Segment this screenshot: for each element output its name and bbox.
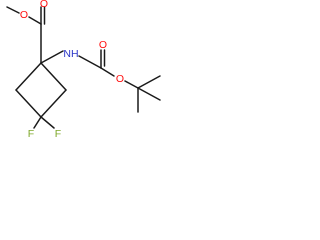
bond-ring-2 — [40, 89, 67, 118]
ester-carbonyl-oxygen-label: O — [40, 0, 48, 10]
bond-carbamate-c-o — [100, 67, 115, 77]
carbamate-ether-oxygen-label: O — [116, 73, 124, 85]
bond-ring-4 — [15, 62, 42, 91]
bond-c-f1 — [33, 116, 42, 129]
fluorine-label-1: F — [28, 128, 34, 140]
bond-ring-3 — [15, 89, 42, 118]
bond-o-carbonyl-c — [28, 16, 42, 25]
bond-o-tbu — [124, 80, 139, 89]
structure-canvas: O O NH O O F F — [0, 0, 180, 151]
bond-tbu-me-right — [137, 75, 161, 89]
carbamate-carbonyl-oxygen-label: O — [99, 39, 107, 51]
ester-ether-oxygen-label: O — [20, 9, 28, 21]
bond-layer — [6, 6, 161, 129]
molecule-drawing: O O NH O O F F — [6, 0, 161, 140]
bond-c-f2 — [40, 116, 55, 129]
bond-ring-1 — [40, 62, 67, 91]
bond-n-carbamate-c — [78, 55, 102, 69]
bond-tbu-me-lower — [137, 87, 161, 101]
amide-nitrogen-label: NH — [63, 48, 78, 60]
bond-quat-n — [40, 50, 64, 64]
fluorine-label-2: F — [55, 128, 61, 140]
atom-label-layer: O O NH O O F F — [20, 0, 124, 140]
bond-methyl-o — [6, 6, 20, 14]
